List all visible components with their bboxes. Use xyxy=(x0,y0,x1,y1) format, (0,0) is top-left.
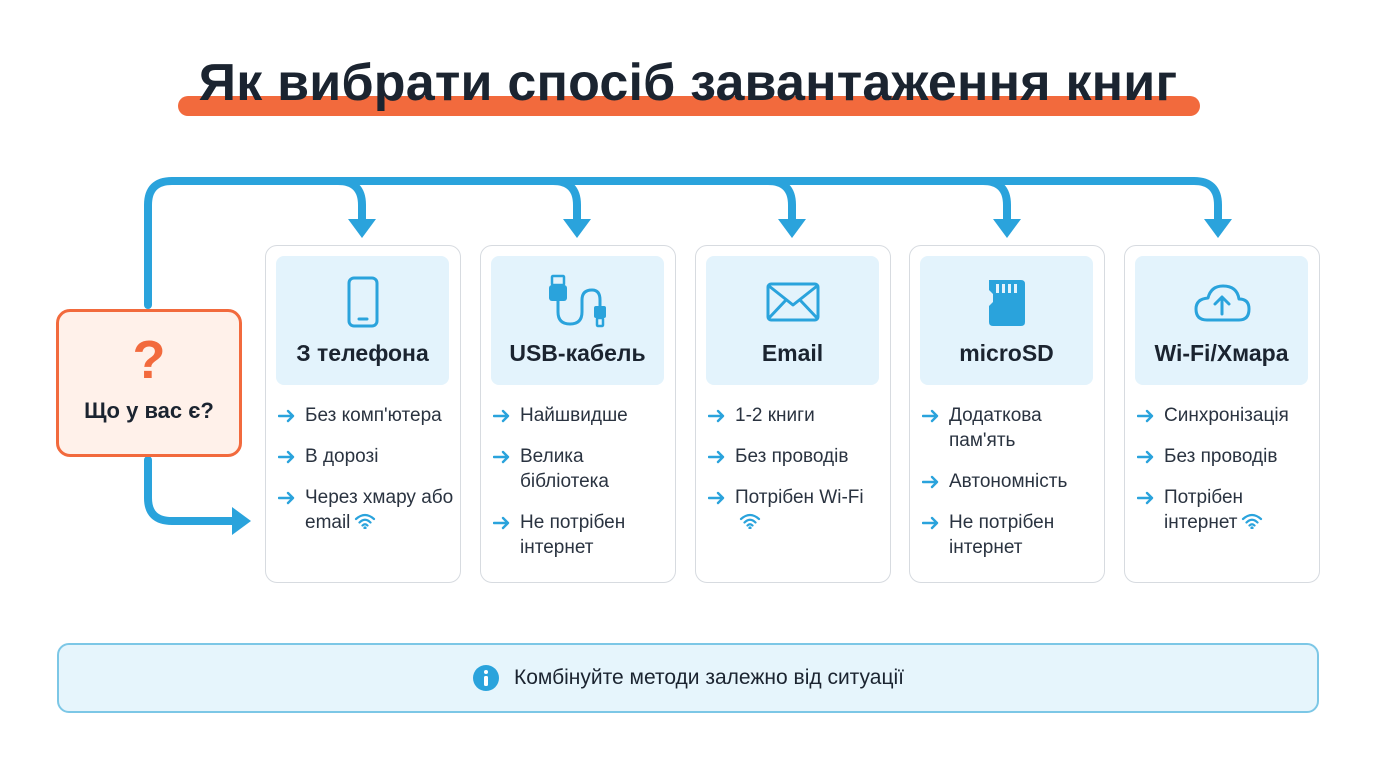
card-item-list: Синхронізація Без проводів Потрібен інте… xyxy=(1137,403,1315,551)
card-wifi-cloud: Wi-Fi/Хмара Синхронізація Без проводів П… xyxy=(1124,245,1320,583)
arrowhead-4 xyxy=(993,219,1021,238)
list-item: В дорозі xyxy=(278,444,456,469)
arrowhead-3 xyxy=(778,219,806,238)
arrow-right-icon xyxy=(922,516,939,530)
card-title: microSD xyxy=(959,340,1054,366)
connector-branch-2 xyxy=(549,177,581,226)
list-item: Найшвидше xyxy=(493,403,671,428)
phone-icon xyxy=(347,276,378,328)
list-item: Потрібен інтернет xyxy=(1137,485,1315,535)
arrow-right-icon xyxy=(1137,450,1154,464)
connector-branch-4 xyxy=(979,177,1011,226)
connector-trunk xyxy=(144,177,1222,309)
arrowhead-5 xyxy=(1204,219,1232,238)
card-title: USB-кабель xyxy=(509,340,646,366)
page-title: Як вибрати спосіб завантаження книг xyxy=(198,54,1178,112)
arrow-right-icon xyxy=(922,475,939,489)
title-area: Як вибрати спосіб завантаження книг xyxy=(0,52,1376,122)
list-item: 1-2 книги xyxy=(708,403,886,428)
connector-bottom xyxy=(144,456,238,525)
card-title: Wi-Fi/Хмара xyxy=(1154,340,1289,366)
list-item: Потрібен Wi-Fi xyxy=(708,485,886,535)
card-item-list: Додаткова пам'ять Автономність Не потріб… xyxy=(922,403,1100,576)
question-box: ? Що у вас є? xyxy=(56,309,242,457)
question-label: Що у вас є? xyxy=(84,398,214,423)
arrow-right-icon xyxy=(278,450,295,464)
card-item-list: Без комп'ютера В дорозі Через хмару або … xyxy=(278,403,456,551)
tip-text: Комбінуйте методи залежно від ситуації xyxy=(514,666,904,689)
arrow-right-icon xyxy=(708,450,725,464)
card-header: З телефона xyxy=(276,256,449,385)
arrow-right-icon xyxy=(1137,409,1154,423)
list-item: Без проводів xyxy=(708,444,886,469)
list-item: Велика бібліотека xyxy=(493,444,671,494)
card-item-list: Найшвидше Велика бібліотека Не потрібен … xyxy=(493,403,671,576)
arrow-right-icon xyxy=(708,491,725,505)
list-item: Без проводів xyxy=(1137,444,1315,469)
card-header: USB-кабель xyxy=(491,256,664,385)
card-title: З телефона xyxy=(296,340,429,366)
arrow-right-icon xyxy=(278,491,295,505)
connector-branch-3 xyxy=(764,177,796,226)
tip-banner: Комбінуйте методи залежно від ситуації xyxy=(57,643,1319,713)
arrowhead-bottom xyxy=(232,507,251,535)
envelope-icon xyxy=(766,282,819,322)
sd-card-icon xyxy=(988,280,1025,326)
arrow-right-icon xyxy=(493,450,510,464)
usb-cable-icon xyxy=(548,274,606,328)
arrow-right-icon xyxy=(922,409,939,423)
card-microsd: microSD Додаткова пам'ять Автономність Н… xyxy=(909,245,1105,583)
card-email: Email 1-2 книги Без проводів Потрібен Wi… xyxy=(695,245,891,583)
list-item: Додаткова пам'ять xyxy=(922,403,1100,453)
arrow-right-icon xyxy=(493,516,510,530)
card-header: Wi-Fi/Хмара xyxy=(1135,256,1308,385)
list-item: Через хмару або email xyxy=(278,485,456,535)
wifi-icon xyxy=(739,513,761,529)
card-title: Email xyxy=(761,340,824,366)
info-icon xyxy=(473,665,499,691)
arrow-right-icon xyxy=(1137,491,1154,505)
card-header: Email xyxy=(706,256,879,385)
arrow-right-icon xyxy=(493,409,510,423)
arrow-right-icon xyxy=(278,409,295,423)
card-item-list: 1-2 книги Без проводів Потрібен Wi-Fi xyxy=(708,403,886,551)
card-usb: USB-кабель Найшвидше Велика бібліотека Н… xyxy=(480,245,676,583)
card-phone: З телефона Без комп'ютера В дорозі Через… xyxy=(265,245,461,583)
list-item: Автономність xyxy=(922,469,1100,494)
question-mark-icon: ? xyxy=(132,330,166,390)
arrow-right-icon xyxy=(708,409,725,423)
connector-branch-1 xyxy=(334,177,366,226)
arrowhead-1 xyxy=(348,219,376,238)
list-item: Не потрібен інтернет xyxy=(922,510,1100,560)
arrowhead-2 xyxy=(563,219,591,238)
cloud-upload-icon xyxy=(1194,284,1250,322)
list-item: Не потрібен інтернет xyxy=(493,510,671,560)
list-item: Синхронізація xyxy=(1137,403,1315,428)
card-header: microSD xyxy=(920,256,1093,385)
title-underline xyxy=(178,96,1200,116)
list-item: Без комп'ютера xyxy=(278,403,456,428)
wifi-icon xyxy=(355,513,376,529)
wifi-icon xyxy=(1242,513,1263,529)
